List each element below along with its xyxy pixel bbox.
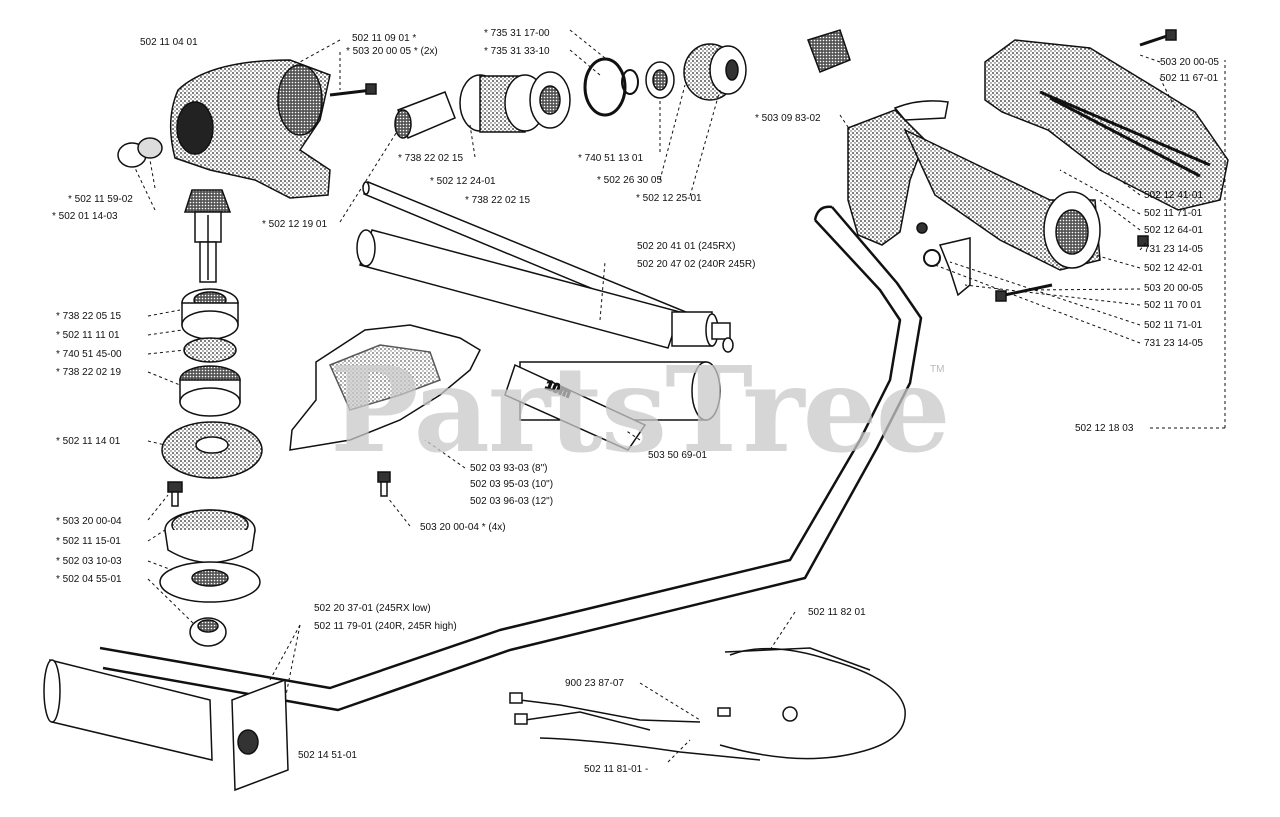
part-label: * 503 20 00-04: [56, 516, 122, 527]
part-label: 731 23 14-05: [1144, 338, 1203, 349]
part-label: 502 11 81-01 -: [584, 764, 649, 775]
stop-switch: [807, 29, 851, 73]
gear-head-housing: [169, 59, 377, 199]
part-label: 503 20 00-05: [1144, 283, 1203, 294]
part-label: * 738 22 02 15: [465, 195, 531, 206]
part-label: 502 11 04 01: [140, 37, 198, 48]
part-label: * 502 11 14 01: [56, 436, 121, 447]
throttle-lever: [893, 100, 949, 121]
part-label: * 738 22 05 15: [56, 311, 122, 322]
part-label: * 502 11 59-02: [68, 194, 133, 205]
part-label: 731 23 14-05: [1144, 244, 1203, 255]
handle-screws: [995, 29, 1177, 302]
leader-lines: [134, 29, 1226, 763]
part-label: * 502 12 19 01: [262, 219, 328, 230]
part-label: 502 12 41-01: [1144, 190, 1203, 201]
part-label: * 735 31 17-00: [484, 28, 550, 39]
part-label: 502 03 93-03 (8"): [470, 463, 548, 474]
handle-bracket: [43, 659, 289, 792]
part-label: * 740 51 45-00: [56, 349, 122, 360]
guard-screw: [377, 471, 391, 497]
part-label: * 502 26 30 05: [597, 175, 663, 186]
part-label: * 503 20 00 05 * (2x): [346, 46, 438, 57]
part-label: * 502 12 25-01: [636, 193, 702, 204]
part-label: 502 03 95-03 (10"): [470, 479, 554, 490]
part-label: 900 23 87-07: [565, 678, 624, 689]
handle-body: [903, 128, 1101, 271]
part-label: * 738 22 02 15: [398, 153, 464, 164]
part-label: * 735 31 33-10: [484, 46, 550, 57]
part-label: * 502 04 55-01: [56, 574, 122, 585]
part-label: * 502 01 14-03: [52, 211, 118, 222]
part-label: 502 11 09 01 *: [352, 33, 417, 44]
watermark-trademark: TM: [930, 364, 945, 375]
part-label: 502 20 37-01 (245RX low): [314, 603, 431, 614]
part-label: 502 03 96-03 (12"): [470, 496, 554, 507]
part-label: * 503 09 83-02: [755, 113, 821, 124]
bolt-small: [167, 481, 183, 507]
part-label: 502 11 82 01: [808, 607, 866, 618]
cap: [117, 137, 163, 168]
nut: [189, 617, 227, 647]
part-label: 502 11 71-01: [1144, 208, 1203, 219]
bevel-gear-spindle: [183, 189, 232, 283]
tube-with-decal: 10m: [504, 361, 721, 451]
trimmer-guard: [289, 324, 481, 451]
part-label: 503 50 69-01: [648, 450, 707, 461]
main-shaft-tube: [99, 205, 923, 712]
trigger: [916, 222, 971, 297]
drive-cup: [159, 509, 261, 603]
part-label: 502 12 64-01: [1144, 225, 1203, 236]
part-label: 502 11 71-01: [1144, 320, 1203, 331]
part-label: 502 11 67-01: [1160, 73, 1219, 84]
part-label: 503 20 00-04 * (4x): [420, 522, 506, 533]
wiring-harness: [509, 647, 906, 761]
part-label: 503 20 00-05: [1160, 57, 1219, 68]
part-label: 502 11 79-01 (240R, 245R high): [314, 621, 457, 632]
shaft-coupling-parts: [394, 43, 747, 140]
part-label: 502 14 51-01: [298, 750, 357, 761]
part-label: 502 12 18 03: [1075, 423, 1134, 434]
part-label: 502 11 70 01: [1144, 300, 1202, 311]
part-label: * 502 03 10-03: [56, 556, 122, 567]
part-label: * 502 11 15-01: [56, 536, 121, 547]
part-label: * 502 12 24-01: [430, 176, 496, 187]
part-label: 502 20 47 02 (240R 245R): [637, 259, 756, 270]
part-label: * 738 22 02 19: [56, 367, 122, 378]
part-label: 502 12 42-01: [1144, 263, 1203, 274]
flange-disc: [161, 421, 263, 479]
part-label: * 502 11 11 01: [56, 330, 120, 341]
clamp-block: [847, 109, 926, 246]
part-label: * 740 51 13 01: [578, 153, 644, 164]
bearing-stack: [179, 288, 241, 417]
part-label: 502 20 41 01 (245RX): [637, 241, 736, 252]
throttle-handle: [984, 39, 1229, 211]
